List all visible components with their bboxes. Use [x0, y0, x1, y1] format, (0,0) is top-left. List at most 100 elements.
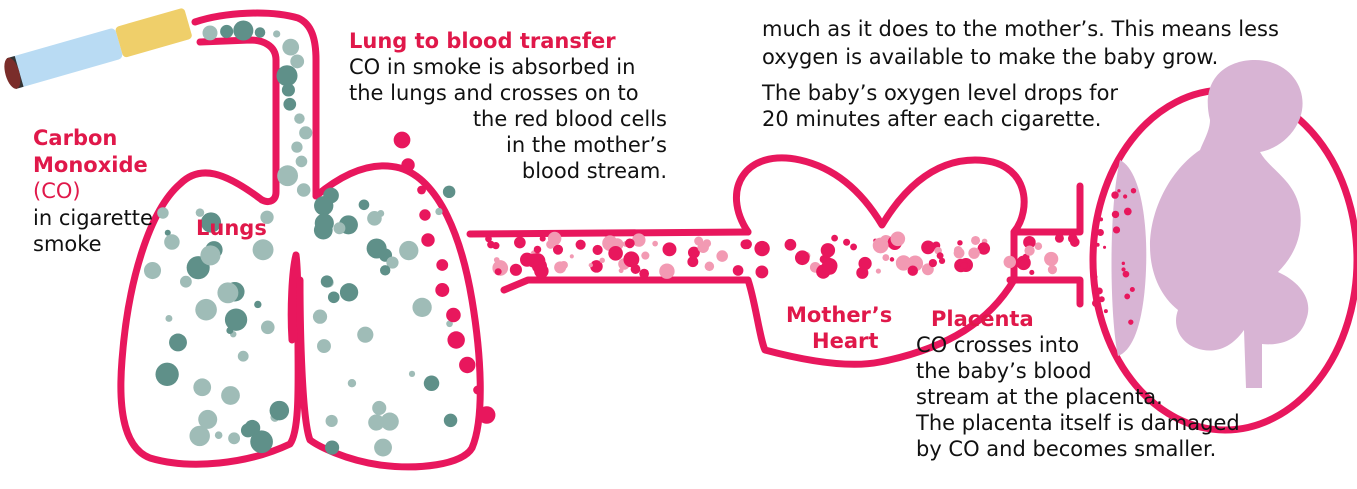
co-particle [340, 283, 358, 301]
blood-cell [1099, 296, 1105, 302]
blood-cell [1029, 270, 1034, 275]
blood-cell [401, 158, 414, 171]
blood-cell [1112, 211, 1119, 218]
blood-cell [1124, 294, 1130, 300]
baby-oxygen-line2: oxygen is available to make the baby gro… [762, 44, 1218, 70]
co-particle [326, 415, 338, 427]
baby-oxygen-drop-line2: 20 minutes after each cigarette. [762, 106, 1102, 132]
co-particle [443, 186, 455, 198]
blood-cell [850, 243, 857, 250]
lung-to-blood-line2: the lungs and crosses on to [349, 80, 639, 106]
co-particle [215, 431, 223, 439]
blood-cell [421, 233, 434, 246]
blood-cell [821, 243, 835, 257]
co-particle [195, 299, 217, 321]
co-particle [297, 183, 311, 197]
blood-cell [478, 406, 496, 424]
co-particle [282, 39, 299, 56]
blood-cell [890, 257, 895, 262]
blood-cell [419, 209, 430, 220]
blood-cell [485, 235, 492, 242]
blood-cell [843, 239, 850, 246]
blood-cell [929, 259, 937, 267]
lungs-label: Lungs [196, 215, 267, 241]
blood-cell [1130, 287, 1135, 292]
co-particle [164, 234, 179, 249]
blood-cell [694, 237, 703, 246]
lung-to-blood-line5: blood stream. [522, 158, 667, 184]
blood-cell [890, 231, 905, 246]
placenta-line2: the baby’s blood [916, 358, 1092, 384]
co-particle [226, 327, 233, 334]
blood-cell [589, 263, 593, 267]
blood-cell [1096, 288, 1103, 295]
co-particle [424, 375, 439, 390]
blood-cell [534, 264, 548, 278]
co-particle [238, 351, 249, 362]
co-particle [155, 363, 178, 386]
blood-cell [1103, 246, 1106, 249]
blood-cell [957, 240, 962, 245]
blood-cell [1128, 320, 1133, 325]
baby-oxygen-drop-line1: The baby’s oxygen level drops for [762, 80, 1118, 106]
co-particle [253, 239, 274, 260]
co-particle [203, 25, 218, 40]
co-particle [273, 30, 280, 37]
co-particle [283, 98, 296, 111]
blood-cell [1121, 267, 1125, 271]
placenta-line3: stream at the placenta. [916, 384, 1163, 410]
co-particle [270, 401, 290, 421]
blood-cell [1024, 245, 1034, 255]
blood-cell [394, 132, 411, 149]
blood-cell [639, 269, 649, 279]
blood-cell [534, 246, 541, 253]
blood-cell [623, 251, 639, 267]
blood-cell [1122, 262, 1125, 265]
placenta-line4: The placenta itself is damaged [916, 410, 1240, 436]
blood-cell [873, 238, 889, 254]
blood-cell [882, 254, 889, 261]
co-particle [255, 27, 266, 38]
blood-cell [1092, 299, 1100, 307]
blood-cell [1019, 260, 1028, 269]
blood-cell [733, 265, 744, 276]
blood-cell [659, 264, 674, 279]
co-particle [193, 378, 211, 396]
blood-cell [1124, 208, 1132, 216]
co-particle [412, 298, 431, 317]
lung-to-blood-title: Lung to blood transfer [349, 28, 616, 54]
co-particle [290, 55, 304, 69]
lung-to-blood-line1: CO in smoke is absorbed in [349, 54, 635, 80]
blood-cell [858, 257, 871, 270]
co-source-line1: in cigarette [33, 205, 153, 231]
co-particle [180, 276, 192, 288]
co-particle [291, 141, 302, 152]
co-particle [367, 238, 387, 258]
co-particle [254, 301, 261, 308]
blood-cell [968, 247, 979, 258]
blood-cell [510, 264, 522, 276]
blood-cell [1093, 275, 1097, 279]
co-particle [315, 214, 334, 233]
blood-cell [1097, 229, 1104, 236]
blood-cell [548, 232, 561, 245]
blood-cell [641, 252, 649, 260]
co-particle [314, 196, 333, 215]
co-particle [367, 211, 382, 226]
co-particle [357, 327, 373, 343]
blood-cell [1123, 194, 1127, 198]
placenta-line1: CO crosses into [916, 332, 1079, 358]
cigarette-icon [1, 7, 192, 90]
co-particle [374, 439, 392, 457]
blood-cell [1068, 234, 1078, 244]
co-particle [228, 432, 240, 444]
blood-cell [1035, 242, 1043, 250]
lung-to-blood-line4: in the mother’s [506, 132, 667, 158]
blood-cell [1111, 191, 1118, 198]
lung-to-blood-line3: the red blood cells [473, 106, 667, 132]
blood-cell [576, 240, 586, 250]
blood-cell [619, 268, 624, 273]
mothers-heart-label: Mother’s [786, 302, 892, 328]
blood-cell [459, 357, 475, 373]
blood-cell [795, 250, 810, 265]
